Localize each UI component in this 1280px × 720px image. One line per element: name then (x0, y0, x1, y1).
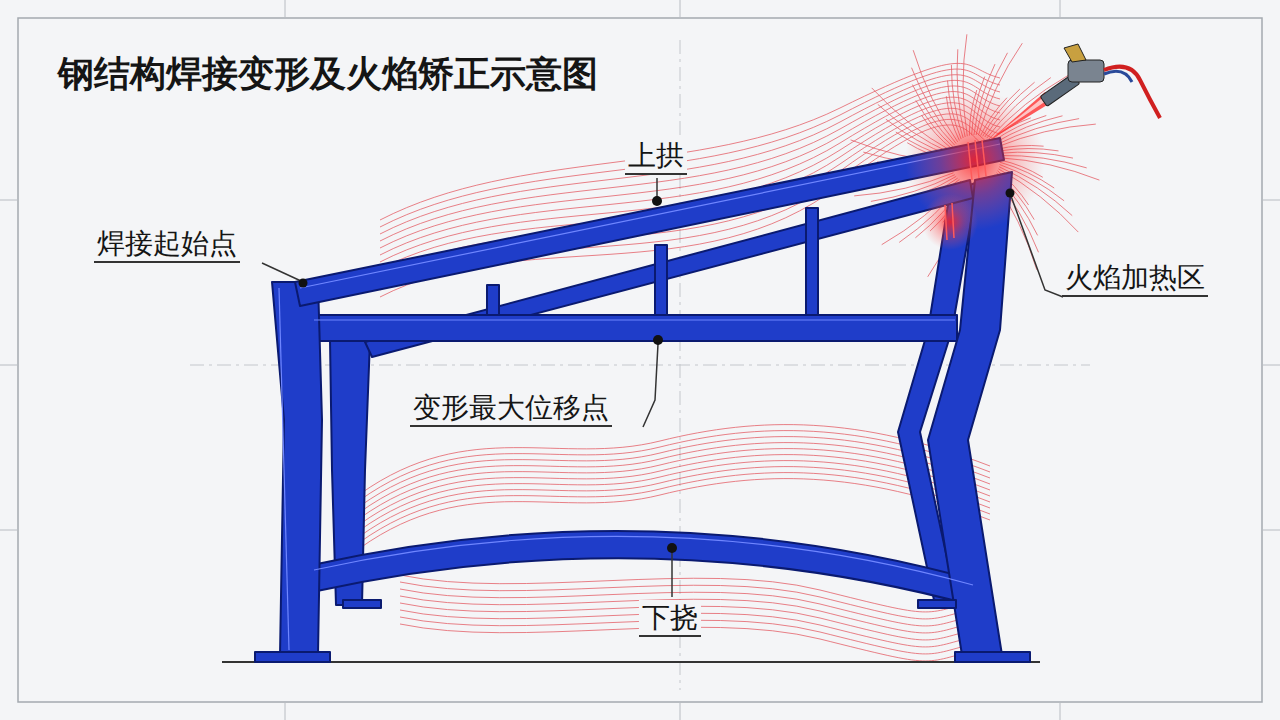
weld-marks (945, 140, 986, 240)
steel-frame (255, 138, 1030, 662)
heat-line (360, 425, 990, 494)
label-max-displacement: 变形最大位移点 (410, 390, 612, 427)
label-heat-zone: 火焰加热区 (1062, 260, 1208, 297)
leader-dots (299, 189, 1015, 554)
heat-line (380, 103, 1000, 269)
center-lines (190, 40, 1090, 690)
heat-glow (922, 194, 978, 250)
ground-line (222, 661, 1040, 663)
label-weld-start: 焊接起始点 (94, 226, 240, 263)
leader-lines (262, 178, 1063, 597)
label-sag: 下挠 (639, 600, 701, 637)
sheet-border (18, 18, 1262, 702)
label-arch: 上拱 (625, 138, 687, 175)
diagram-title: 钢结构焊接变形及火焰矫正示意图 (58, 50, 598, 99)
torch (990, 44, 1160, 140)
heat-line (360, 437, 990, 506)
heat-line (360, 431, 990, 500)
flange-highlights (279, 144, 1000, 650)
